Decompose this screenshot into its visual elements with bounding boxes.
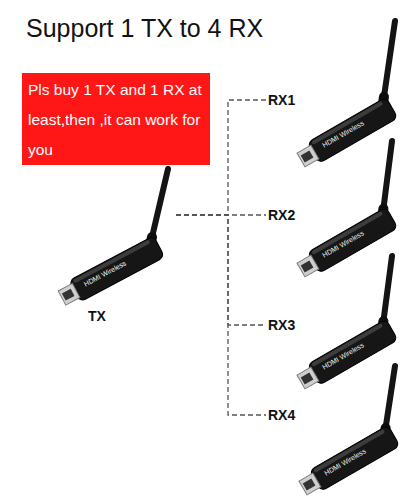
hdmi-plug	[299, 473, 321, 495]
dongle-body	[307, 207, 398, 273]
hdmi-plug	[297, 367, 319, 389]
hdmi-dongle	[48, 165, 176, 330]
dongle-body-group	[297, 425, 400, 498]
plug-slot	[301, 373, 314, 385]
hdmi-plug	[58, 283, 80, 305]
device-label: RX3	[268, 316, 295, 334]
body-highlight	[73, 239, 151, 283]
dongle-body-group	[295, 97, 398, 170]
dongle-body	[69, 236, 165, 302]
plug-slot	[62, 289, 75, 301]
body-highlight	[311, 323, 383, 367]
hdmi-dongle	[266, 360, 411, 498]
plug-slot	[301, 261, 314, 273]
device-node: TXHDMI Wireless	[48, 165, 176, 330]
device-label: RX1	[268, 91, 295, 109]
dongle-body-group	[295, 207, 398, 280]
device-node: RX3HDMI Wireless	[266, 250, 411, 390]
dashed-link	[176, 215, 266, 415]
note-box: Pls buy 1 TX and 1 RX at least,then ,it …	[22, 73, 210, 165]
device-node: RX4HDMI Wireless	[266, 360, 411, 498]
body-highlight	[313, 429, 385, 473]
hdmi-plug	[297, 255, 319, 277]
body-highlight	[311, 101, 383, 145]
note-text: Pls buy 1 TX and 1 RX at least,then ,it …	[28, 75, 204, 165]
dongle-body-group	[295, 319, 398, 392]
body-highlight	[311, 211, 383, 255]
device-label: RX2	[268, 206, 295, 224]
plug-slot	[301, 151, 314, 163]
dashed-link	[176, 215, 266, 325]
plug-slot	[303, 479, 316, 491]
device-label: RX4	[268, 406, 295, 424]
hdmi-plug	[297, 145, 319, 167]
diagram-title: Support 1 TX to 4 RX	[26, 14, 263, 43]
dongle-body	[307, 97, 398, 163]
dongle-body-group	[56, 236, 164, 309]
device-label: TX	[88, 307, 106, 325]
dongle-body	[307, 319, 398, 385]
dongle-body	[309, 425, 400, 491]
